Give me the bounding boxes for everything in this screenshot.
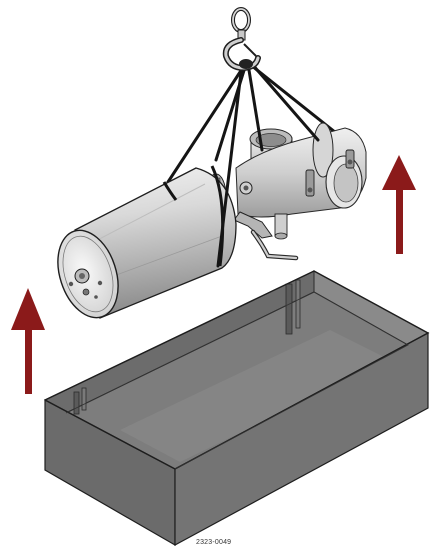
crate-post — [81, 387, 87, 411]
pipe-flange — [312, 122, 334, 178]
cylinder-body — [57, 167, 237, 319]
cap-screw — [97, 280, 103, 286]
crate-floor-highlight — [120, 330, 390, 462]
crate-post — [73, 391, 80, 415]
sling-wrap — [210, 165, 225, 267]
lift-up-arrow-left — [11, 288, 45, 394]
crate-rim — [44, 270, 430, 470]
pipe-clamp — [345, 149, 355, 169]
crate — [43, 270, 430, 547]
figure-reference: 2323-0049 — [196, 539, 232, 546]
crate-post — [295, 279, 301, 329]
pipe-assembly — [205, 122, 367, 261]
cap-screw — [82, 288, 90, 296]
crate-post — [285, 283, 293, 335]
cap-screw — [68, 281, 74, 287]
sling-wrap — [162, 181, 178, 201]
cap-screw — [94, 295, 98, 299]
lift-up-arrow-right — [382, 155, 416, 254]
crane-hook — [222, 7, 261, 72]
crate-inner-rim — [65, 291, 409, 470]
